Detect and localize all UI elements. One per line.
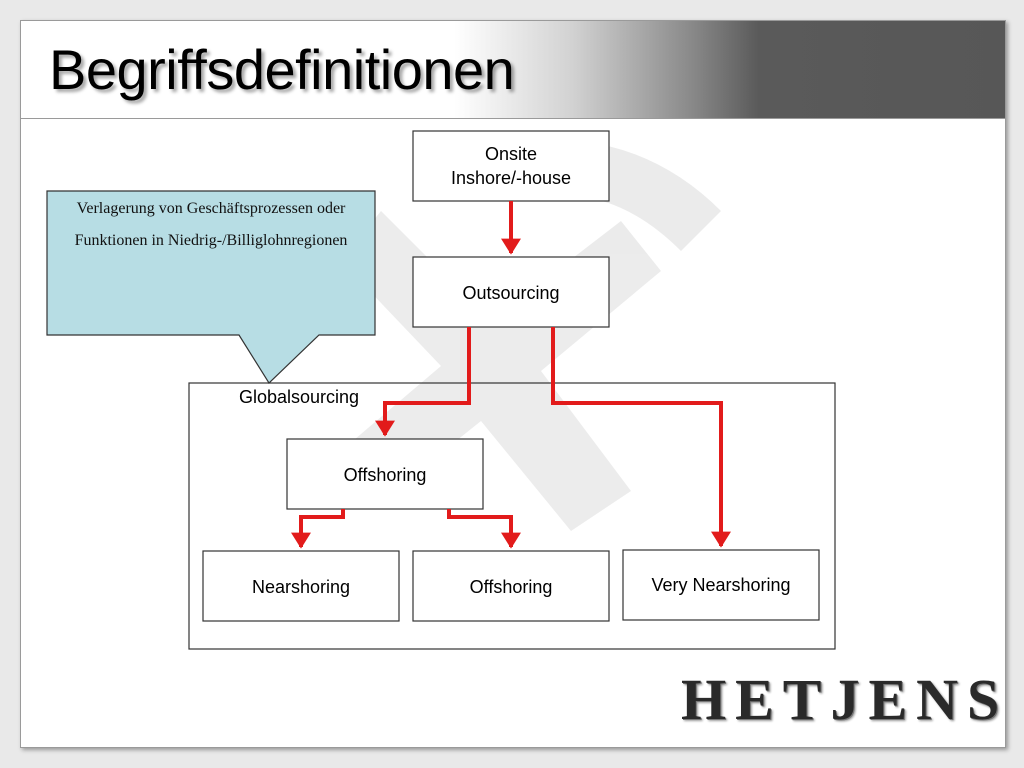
node-onsite: Onsite Inshore/-house [412, 130, 610, 202]
node-offshoring-child-label: Offshoring [470, 577, 553, 597]
slide: Begriffsdefinitionen Onsite Inshore/-hou… [20, 20, 1006, 748]
node-very-nearshoring-label: Very Nearshoring [651, 575, 790, 595]
node-offshoring-parent-label: Offshoring [344, 465, 427, 485]
hetjens-logo: HETJENS [681, 667, 1006, 732]
diagram: Onsite Inshore/-house Outsourcing Offsho… [46, 130, 836, 650]
node-onsite-line2: Inshore/-house [451, 168, 571, 188]
arrow-offshoring-to-offshoring-child [447, 509, 521, 549]
callout-bubble [46, 190, 376, 384]
title-bar [21, 21, 1005, 119]
page-title: Begriffsdefinitionen [49, 38, 515, 101]
globalsourcing-container [188, 382, 836, 650]
arrow-outsourcing-to-very-nearshoring [551, 327, 731, 548]
node-offshoring-parent: Offshoring [286, 438, 484, 510]
node-outsourcing-label: Outsourcing [462, 283, 559, 303]
node-nearshoring: Nearshoring [202, 550, 400, 622]
node-onsite-line1: Onsite [485, 144, 537, 164]
node-offshoring-child: Offshoring [412, 550, 610, 622]
node-very-nearshoring: Very Nearshoring [622, 549, 820, 621]
callout-text: Verlagerung von Geschäftsprozessen oder … [74, 200, 348, 249]
arrow-offshoring-to-nearshoring [291, 509, 345, 549]
node-nearshoring-label: Nearshoring [252, 577, 350, 597]
node-outsourcing: Outsourcing [412, 256, 610, 328]
arrow-outsourcing-to-offshoring [375, 327, 471, 437]
globalsourcing-label: Globalsourcing [239, 387, 360, 407]
